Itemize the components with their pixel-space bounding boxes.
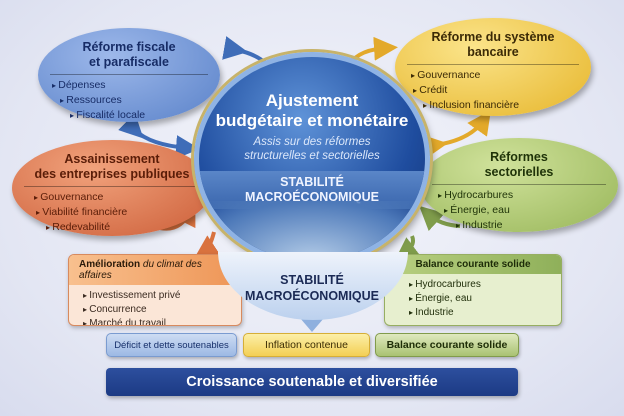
list-item: Énergie, eau	[395, 292, 561, 306]
list-item: Concurrence	[69, 303, 241, 317]
list-item: Industrie	[420, 218, 618, 233]
list-item: Énergie, eau	[420, 203, 618, 218]
arrow-bancaire-bottom	[422, 110, 491, 159]
business-climate-header: Amélioration du climat des affaires	[69, 255, 241, 285]
current-account-box: Balance courante solide HydrocarburesÉne…	[384, 254, 562, 326]
list-item: Industrie	[395, 306, 561, 320]
banking-title-line1: Réforme du système	[431, 30, 555, 44]
list-item: Gouvernance	[12, 190, 212, 205]
band-line1: STABILITÉ	[280, 175, 344, 189]
header-part-a: Amélioration	[79, 259, 143, 270]
divider	[407, 64, 579, 65]
divider	[432, 184, 606, 185]
center-title-line2: budgétaire et monétaire	[215, 111, 409, 130]
sectoral-title-line2: sectorielles	[484, 165, 554, 179]
arrow-fiscal-bottom	[118, 113, 200, 160]
enterprises-title-line1: Assainissement	[64, 152, 160, 166]
stability-line1: STABILITÉ	[280, 273, 344, 287]
center-subtitle-line1: Assis sur des réformes	[253, 136, 371, 148]
list-item: Gouvernance	[395, 68, 591, 83]
current-account-header: Balance courante solide	[385, 255, 561, 274]
banking-title-line2: bancaire	[467, 45, 519, 59]
list-item: Crédit	[395, 83, 591, 98]
fiscal-title-line2: et parafiscale	[89, 55, 169, 69]
band-line2: MACROÉCONOMIQUE	[244, 190, 380, 204]
stability-line2: MACROÉCONOMIQUE	[244, 289, 380, 303]
arrow-down-outcomes	[300, 318, 324, 332]
center-title-line1: Ajustement	[265, 91, 359, 110]
list-item: Inclusion financière	[395, 98, 591, 113]
outcome-inflation: Inflation contenue	[243, 333, 370, 357]
list-item: Redevabilité	[12, 220, 212, 235]
list-item: Fiscalité locale	[38, 108, 220, 123]
list-item: Investissement privé	[69, 289, 241, 303]
list-item: Hydrocarbures	[420, 188, 618, 203]
list-item: Ressources	[38, 93, 220, 108]
business-climate-box: Amélioration du climat des affaires Inve…	[68, 254, 242, 326]
list-item: Viabilité financière	[12, 205, 212, 220]
divider	[50, 74, 208, 75]
sectoral-title-line1: Réformes	[490, 150, 548, 164]
goal-banner: Croissance soutenable et diversifiée	[106, 368, 518, 396]
fiscal-title-line1: Réforme fiscale	[82, 40, 176, 54]
list-item: Hydrocarbures	[395, 278, 561, 292]
center-subtitle: Assis sur des réformes structurelles et s…	[199, 135, 425, 163]
outcome-current-account: Balance courante solide	[375, 333, 519, 357]
divider	[24, 186, 200, 187]
globe-graphic	[199, 201, 425, 261]
header-part-b: du climat des affaires	[79, 259, 202, 281]
enterprises-title-line2: des entreprises publiques	[34, 167, 190, 181]
outcome-deficit-debt: Déficit et dette soutenables	[106, 333, 237, 357]
stability-label: STABILITÉ MACROÉCONOMIQUE	[232, 272, 392, 304]
center-subtitle-line2: structurelles et sectorielles	[244, 150, 380, 162]
list-item: Marché du travail	[69, 317, 241, 325]
list-item: Dépenses	[38, 78, 220, 93]
